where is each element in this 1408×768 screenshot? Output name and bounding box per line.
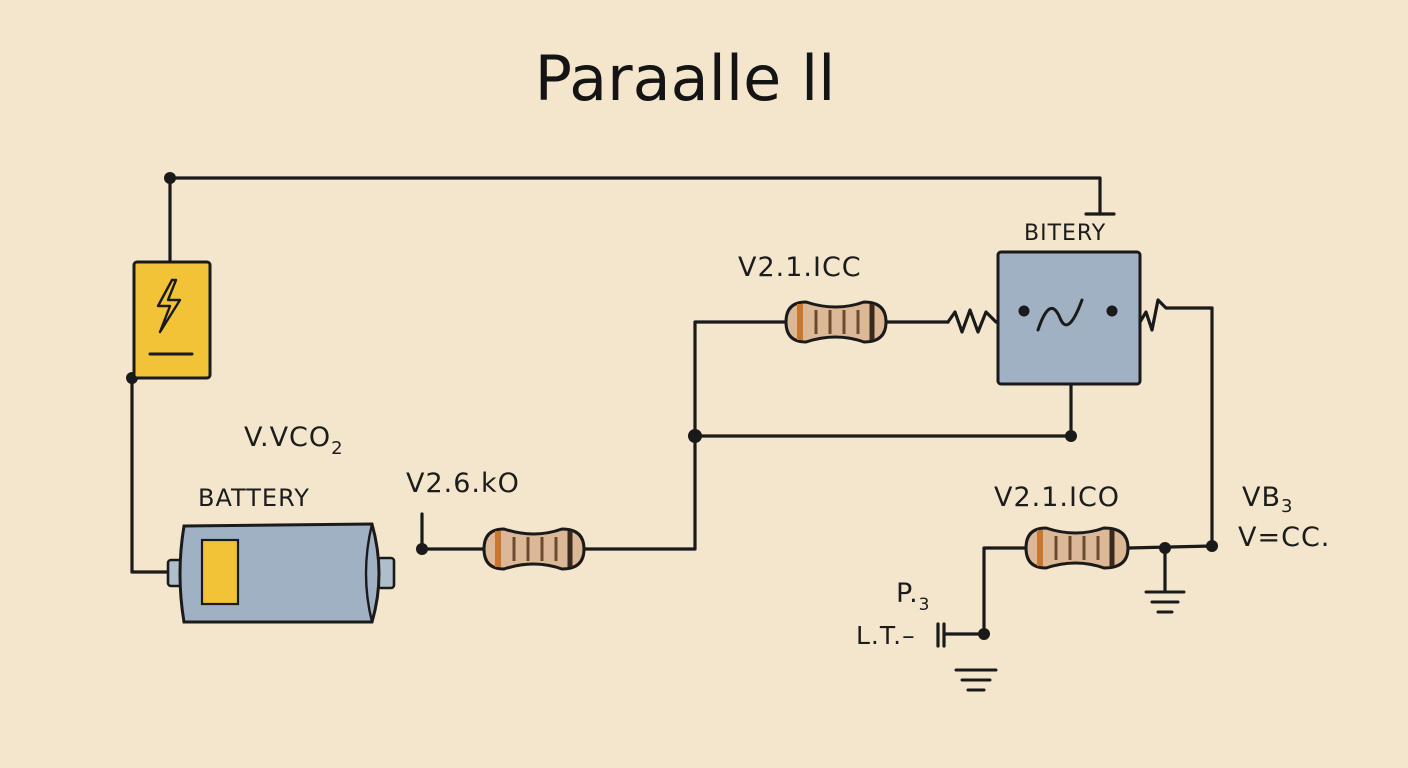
battery [166,522,396,624]
junction-dot [1065,430,1077,442]
power-source-block [132,260,212,380]
diagram-title: Paraalle ll [535,42,836,115]
ground-icon [1144,590,1186,614]
top-battery-label: BITERY [1024,221,1106,246]
ground-icon [954,668,998,692]
junction-dot [164,172,176,184]
bottom-left-wire [942,546,1030,636]
ac-source-box [996,250,1142,386]
battery-label: BATTERY [198,484,310,512]
left-vertical-bottom [130,376,172,574]
resistor-bottom-right-label: V2.1.ICO [994,482,1120,513]
top-wire [168,176,1102,216]
junction-dot [688,429,702,443]
junction-dot [416,543,428,555]
right-vb-label: VB3 [1242,482,1293,517]
resistor-bottom-left-label: V2.6.kO [406,468,520,499]
zigzag-right-wire [1138,298,1214,548]
middle-horizontal-wire [693,382,1073,438]
battery-to-resistor-wire [420,512,490,551]
battery-label-patch [200,538,240,606]
resistor-top [784,300,888,344]
p-label: P.3 [896,578,931,615]
capacitor-plates [936,622,946,648]
lt-label: L.T.– [856,621,916,650]
resistor-top-label: V2.1.ICC [738,252,862,283]
resistor-bottom-right [1024,526,1130,570]
junction-dot [1206,540,1218,552]
junction-dot [978,628,990,640]
left-voltage-label: V.VCO2 [244,422,344,459]
lightning-icon [156,278,182,334]
resistor-bottom-left [482,527,586,571]
zigzag-left [946,308,998,334]
sine-wave-icon [1036,298,1084,332]
right-vcc-label: V=CC. [1238,522,1330,553]
junction-dot [1159,542,1171,554]
